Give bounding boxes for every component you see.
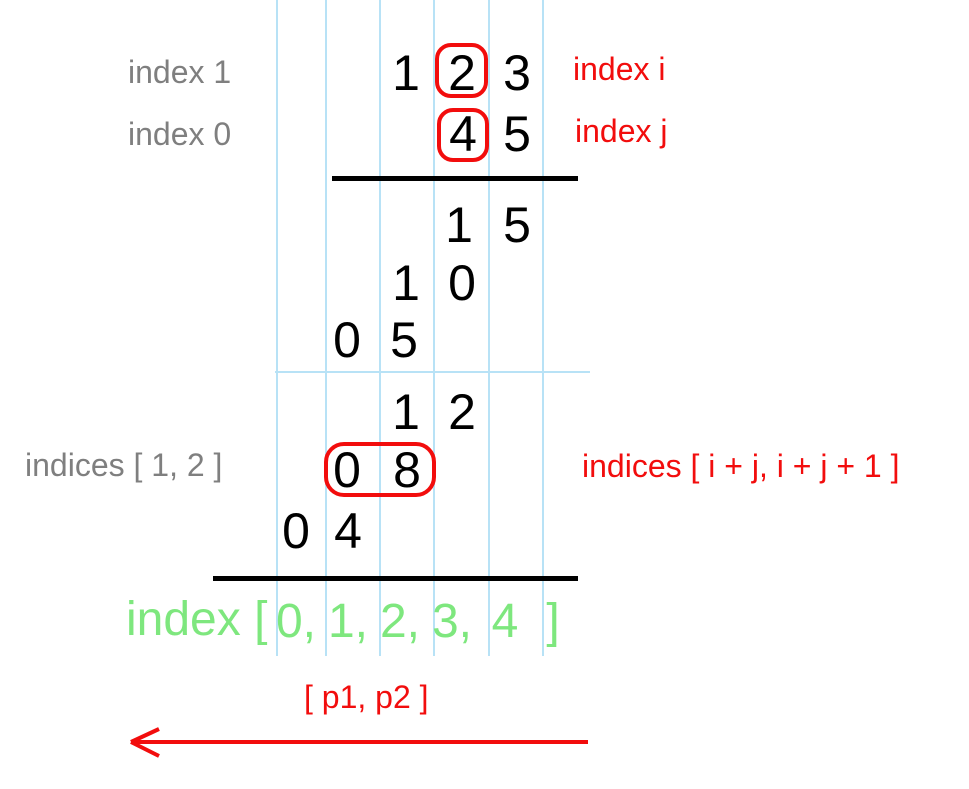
highlight-multiplicand-digit-2 xyxy=(435,43,488,98)
arrow-barb xyxy=(130,727,160,744)
digit-partial-12: 1 xyxy=(392,384,420,440)
grid-line-vertical xyxy=(488,0,490,656)
index-axis-token: 2, xyxy=(379,595,421,648)
label-indices-1-2: indices [ 1, 2 ] xyxy=(25,447,223,483)
digit-partial-05: 0 xyxy=(333,312,361,368)
index-axis-prefix: index [ xyxy=(126,593,268,646)
index-axis-token: 1, xyxy=(327,595,369,648)
digit-partial-15: 5 xyxy=(503,197,531,253)
label-index-0: index 0 xyxy=(128,116,232,152)
sum-rule-line xyxy=(213,576,578,581)
digit-partial-04: 4 xyxy=(334,503,362,559)
digit-partial-04: 0 xyxy=(282,503,310,559)
digit-partial-10: 1 xyxy=(392,255,420,311)
index-axis-close-bracket: ] xyxy=(546,595,560,648)
sum-rule-line xyxy=(332,176,578,181)
digit-multiplier-45: 5 xyxy=(503,106,531,162)
grid-line-vertical xyxy=(276,0,278,656)
highlight-multiplier-digit-4 xyxy=(437,108,489,162)
digit-multiplicand-123: 3 xyxy=(503,45,531,101)
label-indices-i-j: indices [ i + j, i + j + 1 ] xyxy=(582,448,900,484)
digit-multiplicand-123: 2 xyxy=(448,45,476,101)
index-axis-token: 0, xyxy=(275,595,317,648)
grid-line-vertical xyxy=(433,0,435,656)
grid-line-vertical xyxy=(542,0,544,656)
arrow-barb xyxy=(130,740,160,758)
digit-multiplier-45: 4 xyxy=(449,106,477,162)
digit-partial-15: 1 xyxy=(445,197,473,253)
label-index-1: index 1 xyxy=(128,54,232,90)
digit-partial-12: 2 xyxy=(448,384,476,440)
grid-line-vertical xyxy=(325,0,327,656)
index-axis-token: 3, xyxy=(431,595,473,648)
grid-line-horizontal xyxy=(275,371,590,373)
highlight-partial-08 xyxy=(324,442,436,497)
digit-multiplicand-123: 1 xyxy=(392,45,420,101)
digit-partial-10: 0 xyxy=(448,255,476,311)
label-index-i: index i xyxy=(573,51,666,87)
index-axis-token: 4 xyxy=(491,595,519,648)
label-index-j: index j xyxy=(575,113,668,149)
grid-line-vertical xyxy=(379,0,381,656)
label-p1-p2: [ p1, p2 ] xyxy=(304,679,429,715)
digit-partial-05: 5 xyxy=(390,312,418,368)
